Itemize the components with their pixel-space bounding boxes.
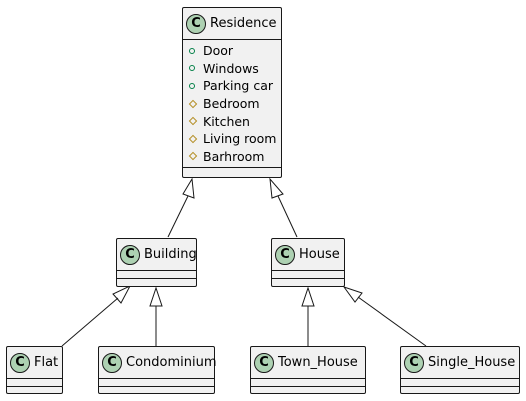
method-compartment: [7, 386, 62, 394]
class-residence[interactable]: C Residence Door Windows Parking car Bed…: [182, 7, 282, 178]
attribute-row: Kitchen: [183, 112, 281, 130]
protected-visibility-icon: [188, 152, 203, 161]
class-name: Single_House: [428, 355, 516, 370]
class-badge-icon: C: [186, 13, 206, 34]
class-badge-icon: C: [10, 352, 30, 373]
method-compartment: [117, 278, 196, 286]
attribute-compartment: [401, 378, 519, 386]
class-badge-icon: C: [404, 352, 424, 373]
class-badge-icon: C: [102, 352, 122, 373]
attribute-row: Door: [183, 42, 281, 60]
attribute-name: Bedroom: [203, 96, 260, 112]
class-name: Residence: [210, 16, 277, 31]
edge-flat-building: [61, 284, 132, 347]
protected-visibility-icon: [188, 116, 203, 126]
attribute-compartment: [251, 378, 365, 386]
attribute-compartment: [7, 378, 62, 386]
method-compartment: [99, 386, 214, 394]
class-badge-icon: C: [120, 244, 140, 265]
class-name: Flat: [34, 355, 59, 370]
attribute-name: Living room: [203, 131, 277, 147]
class-header: C Flat: [7, 347, 62, 378]
public-visibility-icon: [189, 47, 203, 54]
attribute-name: Door: [203, 43, 234, 59]
class-header: C Condominium: [99, 347, 217, 378]
attribute-name: Kitchen: [203, 113, 250, 129]
attribute-compartment: [117, 270, 196, 278]
method-compartment: [251, 386, 365, 394]
class-badge-icon: C: [254, 352, 274, 373]
public-visibility-icon: [189, 82, 203, 89]
attribute-row: Windows: [183, 60, 281, 78]
method-compartment: [401, 386, 519, 394]
class-name: Building: [144, 247, 197, 262]
attribute-row: Bedroom: [183, 95, 281, 113]
class-name: House: [299, 247, 340, 262]
attribute-row: Parking car: [183, 77, 281, 95]
edge-singlehouse-house: [342, 286, 427, 347]
attribute-compartment: Door Windows Parking car Bedroom Kitchen…: [183, 39, 281, 167]
attribute-name: Parking car: [203, 78, 273, 94]
class-header: C Residence: [183, 8, 281, 39]
class-single-house[interactable]: C Single_House: [400, 346, 520, 394]
class-header: C Town_House: [251, 347, 365, 378]
method-compartment: [272, 278, 344, 286]
attribute-row: Barhroom: [183, 148, 281, 166]
attribute-row: Living room: [183, 130, 281, 148]
class-header: C Single_House: [401, 347, 519, 378]
public-visibility-icon: [189, 65, 203, 72]
attribute-name: Windows: [203, 60, 259, 76]
protected-visibility-icon: [188, 99, 203, 108]
class-header: C House: [272, 239, 344, 270]
edge-townhouse-house: [301, 286, 315, 346]
edge-house-residence: [269, 177, 298, 238]
class-building[interactable]: C Building: [116, 238, 197, 287]
class-name: Town_House: [278, 355, 358, 370]
edge-building-residence: [167, 177, 195, 238]
class-badge-icon: C: [275, 244, 295, 265]
attribute-name: Barhroom: [203, 148, 265, 164]
class-town-house[interactable]: C Town_House: [250, 346, 366, 394]
method-compartment: [183, 167, 281, 175]
protected-visibility-icon: [188, 134, 203, 144]
edge-condominium-building: [149, 286, 163, 346]
class-name: Condominium: [126, 355, 217, 370]
class-house[interactable]: C House: [271, 238, 345, 287]
class-flat[interactable]: C Flat: [6, 346, 63, 394]
class-header: C Building: [117, 239, 197, 270]
attribute-compartment: [272, 270, 344, 278]
attribute-compartment: [99, 378, 214, 386]
class-condominium[interactable]: C Condominium: [98, 346, 217, 394]
